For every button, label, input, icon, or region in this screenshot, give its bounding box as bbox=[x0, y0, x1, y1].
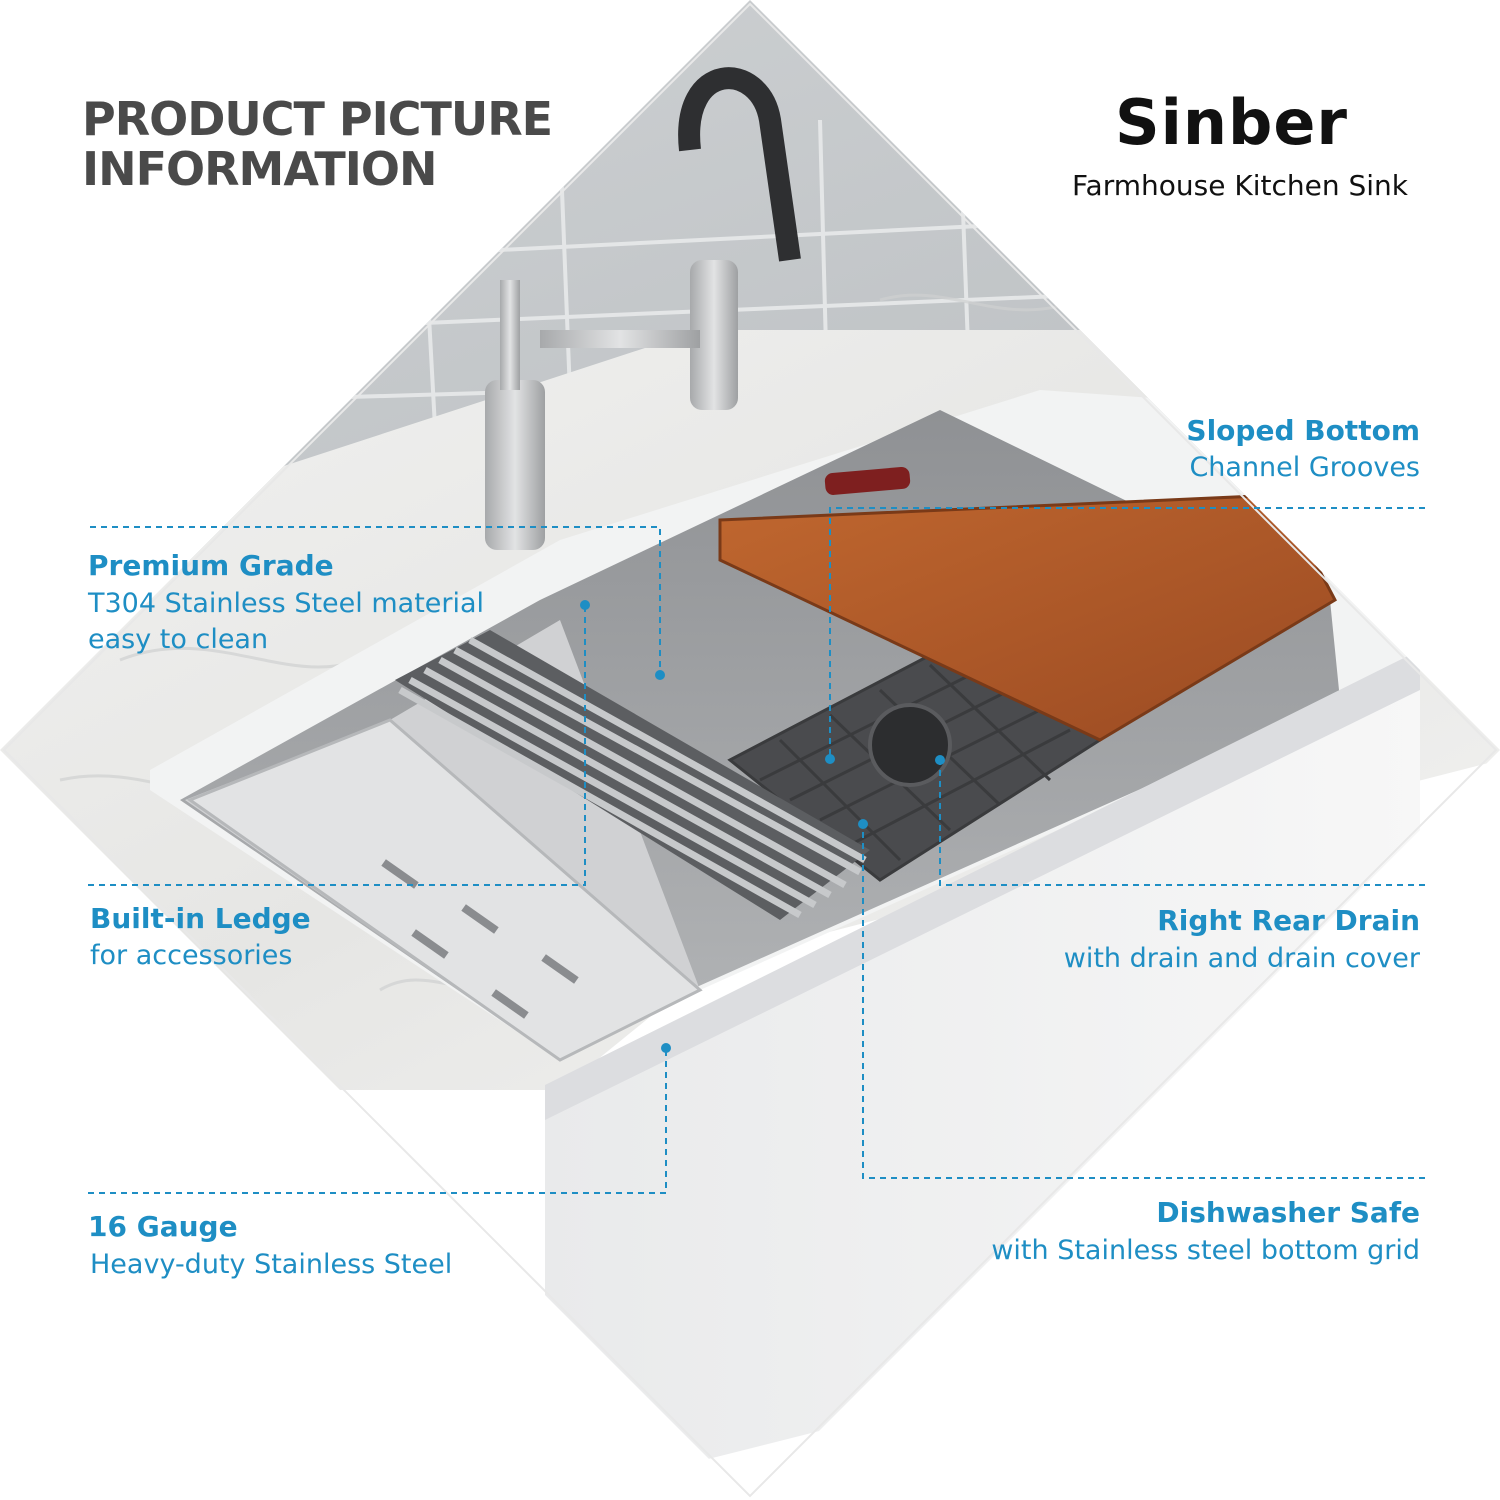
leader-sloped bbox=[829, 507, 1425, 757]
feature-premium-line2: easy to clean bbox=[88, 624, 269, 655]
brand-subtitle: Farmhouse Kitchen Sink bbox=[1072, 169, 1408, 202]
leader-drain bbox=[939, 760, 1425, 886]
board-handle-slot bbox=[824, 466, 911, 495]
dot-gauge bbox=[661, 1043, 671, 1053]
leader-premium bbox=[90, 526, 661, 673]
feature-sloped-heading: Sloped Bottom bbox=[1186, 414, 1420, 447]
leader-lines bbox=[88, 507, 1425, 1194]
leader-ledge bbox=[88, 605, 586, 886]
page-title-line2: INFORMATION bbox=[82, 142, 437, 196]
roll-up-rack bbox=[395, 630, 870, 920]
colander-slots bbox=[381, 859, 579, 1019]
feature-drain-heading: Right Rear Drain bbox=[1157, 904, 1420, 937]
brand-logo: Sinber bbox=[1114, 86, 1348, 159]
feature-ledge-line1: for accessories bbox=[90, 940, 293, 971]
cutting-board bbox=[718, 493, 1337, 742]
feature-dishwasher-heading: Dishwasher Safe bbox=[1156, 1196, 1420, 1229]
leader-dots bbox=[580, 600, 945, 1053]
feature-gauge-heading: 16 Gauge bbox=[88, 1210, 238, 1243]
drain-cover bbox=[868, 703, 952, 787]
dot-ledge bbox=[580, 600, 590, 610]
feature-sloped-line1: Channel Grooves bbox=[1189, 452, 1420, 483]
feature-ledge-heading: Built-in Ledge bbox=[90, 902, 311, 935]
dot-premium bbox=[655, 670, 665, 680]
feature-premium-line1: T304 Stainless Steel material bbox=[88, 588, 485, 619]
feature-dishwasher-line1: with Stainless steel bottom grid bbox=[991, 1235, 1420, 1266]
faucet bbox=[485, 67, 801, 550]
feature-premium-heading: Premium Grade bbox=[88, 549, 334, 582]
leader-gauge bbox=[88, 1048, 667, 1194]
feature-gauge-line1: Heavy-duty Stainless Steel bbox=[90, 1249, 453, 1280]
page-title-line1: PRODUCT PICTURE bbox=[82, 92, 553, 146]
dot-dishwasher bbox=[858, 819, 868, 829]
leader-dishwasher bbox=[862, 824, 1425, 1179]
feature-drain-line1: with drain and drain cover bbox=[1063, 943, 1420, 974]
dot-drain bbox=[935, 755, 945, 765]
dot-sloped bbox=[825, 754, 835, 764]
